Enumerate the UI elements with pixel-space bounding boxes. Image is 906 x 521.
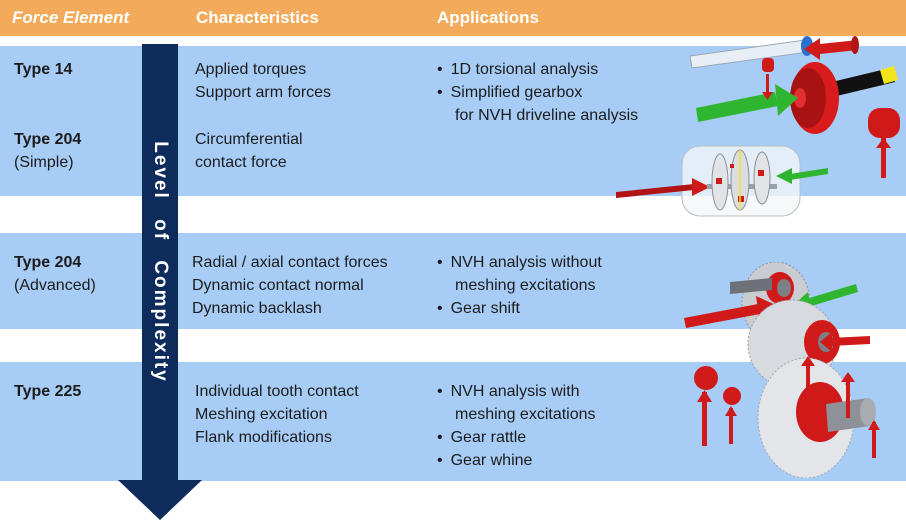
gear-disc-3 [753, 151, 771, 205]
row-type-225-app-2: •Gear rattle [437, 429, 527, 446]
row-type-225-app-1-cont: meshing excitations [455, 406, 596, 423]
support-bearing-1 [694, 366, 718, 390]
support-force-arrow-head [762, 92, 773, 100]
tooth-force-arrow-up [806, 362, 810, 410]
gear-contact-illustration [684, 262, 880, 478]
complexity-arrow-shaft [142, 44, 178, 485]
complexity-word-of: of [150, 219, 171, 242]
input-shaft [689, 39, 809, 69]
mid-force-arrow [830, 336, 870, 346]
header-characteristics: Characteristics [196, 8, 319, 27]
row-type-225-app-1: •NVH analysis with [437, 383, 580, 400]
bearing-force-1-head [697, 390, 712, 402]
torsional-model-illustration [689, 36, 901, 178]
bearing-force-2-head [725, 406, 737, 416]
axial-force-green [796, 284, 858, 310]
input-force-shaft [616, 184, 694, 198]
support-bearing-2 [723, 387, 741, 405]
row-type-204-simple-char-2: contact force [195, 154, 287, 171]
row-type-204-simple-char-1: Circumferential [195, 131, 303, 148]
row-type-204-adv-app-1-cont: meshing excitations [455, 277, 596, 294]
complexity-word-complexity: Complexity [150, 260, 171, 383]
contact-marker [730, 164, 734, 168]
complexity-word-level: Level [150, 141, 171, 200]
pinion-shaft [777, 279, 791, 297]
contact-marker [716, 178, 722, 184]
row-type-204-adv-sublabel: (Advanced) [14, 277, 96, 294]
row-type-204-adv-label: Type 204 [14, 254, 82, 271]
row-type-14-app-2-cont: for NVH driveline analysis [455, 107, 639, 124]
gear-disc-face [790, 68, 826, 128]
radial-force-red [684, 304, 760, 328]
row-type-225-label: Type 225 [14, 383, 82, 400]
row-type-225-char-1: Individual tooth contact [195, 383, 359, 400]
row-type-204-adv-char-2: Dynamic contact normal [192, 277, 364, 294]
row-type-14-char-2: Support arm forces [195, 84, 332, 101]
support-force-arrow [766, 74, 769, 92]
torque-arrow-head [804, 38, 820, 60]
torque-arrow-tail [851, 36, 859, 54]
row-type-14-app-1: •1D torsional analysis [437, 61, 599, 78]
table-header: Force Element Characteristics Applicatio… [0, 0, 906, 36]
row-type-204-simple-sublabel: (Simple) [14, 154, 74, 171]
support-arm-block [868, 108, 900, 138]
header-applications: Applications [437, 8, 540, 27]
contact-marker [738, 196, 744, 202]
tooth-force-arrow-up-head [801, 356, 815, 366]
torque-arrow-shaft [820, 40, 858, 54]
gear-hub [794, 88, 806, 108]
input-force-head [692, 178, 710, 196]
complexity-label: Level of Complexity [149, 135, 171, 389]
row-type-225-app-3: •Gear whine [437, 452, 533, 469]
bearing-force-2 [729, 408, 733, 444]
bearing-force-1 [702, 392, 707, 446]
row-type-14-label: Type 14 [14, 61, 73, 78]
row-type-204-adv-char-1: Radial / axial contact forces [192, 254, 388, 271]
support-block [762, 58, 774, 72]
support-arm-force [881, 138, 886, 178]
output-force-shaft [790, 168, 828, 180]
torque-arrow-green-head [775, 84, 798, 116]
tooth-force-arrow-up-2-head [841, 372, 855, 382]
header-force-element: Force Element [12, 8, 130, 27]
large-gear-shaft-end [860, 398, 876, 426]
bearing-force-3-head [868, 420, 880, 430]
row-type-14-char-1: Applied torques [195, 61, 307, 78]
row-type-204-adv-char-3: Dynamic backlash [192, 300, 322, 317]
support-arm-force-head [876, 138, 891, 148]
complexity-arrow-head [118, 480, 202, 520]
simple-contact-illustration [616, 145, 828, 217]
mid-force-arrow-head [820, 332, 832, 352]
row-type-225-char-3: Flank modifications [195, 429, 332, 446]
tooth-force-arrow-up-2 [846, 378, 850, 418]
row-type-204-adv-app-2: •Gear shift [437, 300, 520, 317]
bearing-force-3 [872, 422, 876, 458]
row-type-14-app-2: •Simplified gearbox [437, 84, 583, 101]
row-type-225-char-2: Meshing excitation [195, 406, 328, 423]
output-force-head [776, 168, 792, 184]
shaft-end [880, 66, 898, 84]
row-type-204-simple-label: Type 204 [14, 131, 82, 148]
torque-arrow-green-shaft [696, 92, 778, 122]
row-type-204-adv-app-1: •NVH analysis without [437, 254, 602, 271]
contact-marker [758, 170, 764, 176]
pinion-axle [730, 278, 772, 294]
